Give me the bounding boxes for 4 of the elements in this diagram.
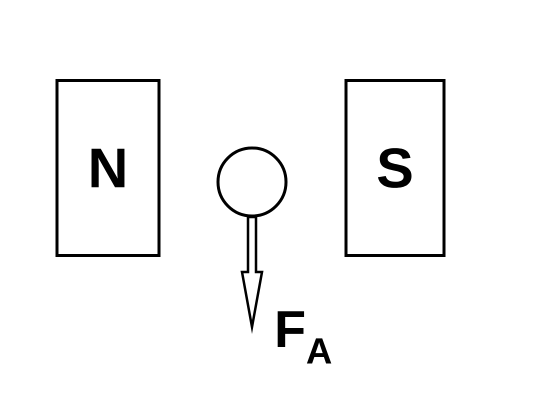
conductor-circle bbox=[216, 146, 288, 218]
magnet-pole: N bbox=[56, 79, 160, 257]
force-label: F$_{A}$ bbox=[278, 311, 332, 364]
magnet-pole: S bbox=[344, 79, 446, 257]
